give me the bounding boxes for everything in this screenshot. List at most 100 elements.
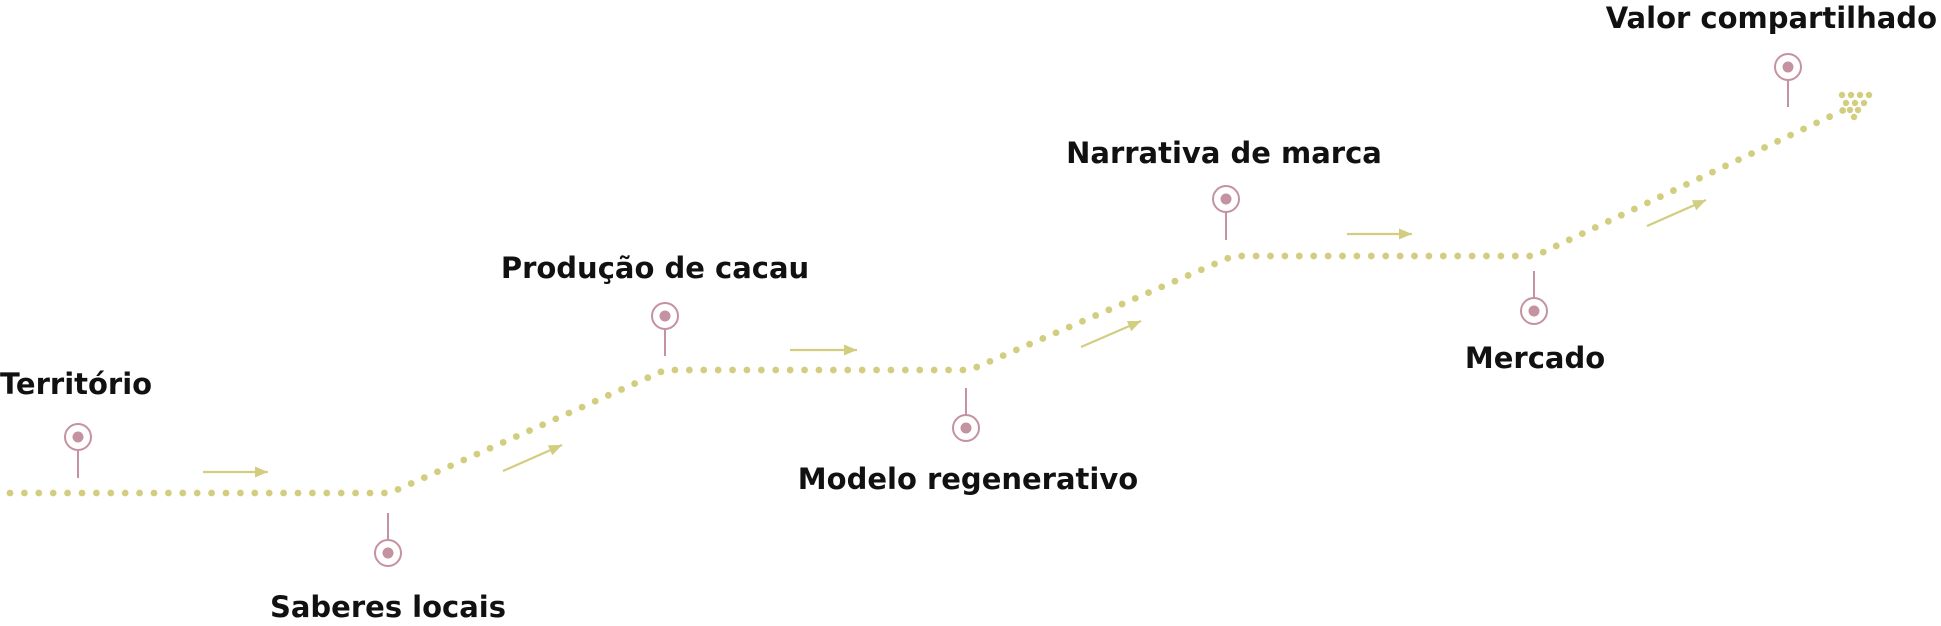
location-pin-icon xyxy=(952,388,980,442)
path-dot xyxy=(1211,260,1218,268)
path-dot xyxy=(1454,252,1462,260)
path-dot xyxy=(1353,252,1361,260)
milestone-markers xyxy=(64,53,1802,567)
path-dot xyxy=(1118,300,1126,308)
path-dot xyxy=(1800,125,1807,133)
path-dot xyxy=(1748,150,1755,158)
arrow-right-icon xyxy=(1646,198,1707,228)
path-dot xyxy=(729,366,736,374)
path-dot xyxy=(700,366,708,374)
path-dot xyxy=(6,489,14,497)
path-dot xyxy=(136,489,144,497)
path-dot xyxy=(165,489,172,497)
location-pin-icon xyxy=(1774,53,1802,107)
path-dot xyxy=(1468,252,1476,260)
path-dot xyxy=(499,438,507,446)
path-dot xyxy=(1145,289,1152,297)
path-dot xyxy=(1092,312,1100,319)
path-dot xyxy=(526,427,533,435)
path-dot xyxy=(1511,252,1519,260)
path-dot xyxy=(945,366,952,374)
path-dot xyxy=(973,363,981,371)
path-dot xyxy=(1683,180,1690,188)
path-dot xyxy=(714,366,722,374)
milestone-label-mercado: Mercado xyxy=(1465,341,1605,375)
milestone-label-saberes-locais: Saberes locais xyxy=(270,590,506,624)
path-dot xyxy=(1158,283,1166,291)
location-pin-icon xyxy=(1520,271,1548,325)
location-pin-icon xyxy=(1212,185,1240,240)
path-dot xyxy=(309,489,316,497)
path-end-dot xyxy=(1865,91,1873,99)
path-dot xyxy=(1656,193,1664,201)
path-dot xyxy=(473,450,481,458)
path-dot xyxy=(1026,340,1033,348)
path-dot xyxy=(1591,224,1599,231)
milestone-label-narrativa-de-marca: Narrativa de marca xyxy=(1066,136,1382,170)
path-dot xyxy=(251,489,259,497)
path-dot xyxy=(512,433,520,440)
path-dot xyxy=(420,474,428,482)
arrow-right-icon xyxy=(502,443,563,473)
path-dot xyxy=(1813,119,1821,127)
path-dot xyxy=(1604,217,1612,225)
path-dot xyxy=(1630,205,1638,213)
path-dot xyxy=(1052,329,1060,337)
path-dot xyxy=(394,486,402,493)
path-dot xyxy=(1367,252,1375,260)
path-dot xyxy=(1483,252,1490,260)
path-dot xyxy=(1839,107,1847,114)
path-dot xyxy=(1722,162,1729,170)
path-dot xyxy=(1310,252,1318,260)
path-dot xyxy=(208,489,216,497)
path-dot xyxy=(1065,323,1073,331)
path-end-dot xyxy=(1838,91,1846,99)
path-dot xyxy=(150,489,158,497)
path-dot xyxy=(323,489,331,497)
path-dot xyxy=(1526,252,1534,260)
path-dot xyxy=(1267,252,1274,260)
milestone-label-valor-compartilhado: Valor compartilhado xyxy=(1606,1,1937,35)
path-dot xyxy=(1552,242,1560,250)
path-dot xyxy=(1787,131,1794,139)
path-dot xyxy=(1184,272,1192,279)
path-dot xyxy=(1761,144,1768,151)
location-pin-icon xyxy=(64,423,92,478)
path-dot xyxy=(1396,252,1404,260)
path-dot xyxy=(1105,306,1113,314)
path-end-dot xyxy=(1847,91,1855,99)
path-dot xyxy=(1826,113,1834,121)
path-end-dot xyxy=(1846,106,1854,114)
path-end-dot xyxy=(1854,106,1862,114)
path-dot xyxy=(1735,156,1742,164)
path-dot xyxy=(280,489,287,497)
path-dot xyxy=(743,366,751,374)
path-dot xyxy=(407,480,415,487)
path-dot xyxy=(1578,230,1586,238)
path-dot xyxy=(916,366,924,374)
path-dot xyxy=(294,489,302,497)
path-dot xyxy=(179,489,187,497)
path-end-dot xyxy=(1860,99,1868,107)
path-dot xyxy=(107,489,115,497)
path-dot xyxy=(237,489,244,497)
path-dot xyxy=(1617,211,1625,219)
path-dot xyxy=(1774,137,1781,145)
path-dot xyxy=(1079,317,1086,325)
path-end-dot xyxy=(1850,113,1858,121)
path-dot xyxy=(1670,187,1677,194)
path-dot xyxy=(49,489,57,497)
path-dot xyxy=(685,366,693,374)
path-dot xyxy=(815,366,823,374)
path-dot xyxy=(1539,248,1547,256)
path-dot xyxy=(657,368,665,376)
path-dot xyxy=(1339,252,1346,260)
path-end-dot xyxy=(1856,91,1864,99)
location-pin-icon xyxy=(374,513,402,567)
path-dot xyxy=(986,357,994,365)
path-dot xyxy=(460,456,468,464)
path-dot xyxy=(539,421,547,429)
path-dot xyxy=(352,489,359,497)
path-dot xyxy=(1382,252,1390,260)
